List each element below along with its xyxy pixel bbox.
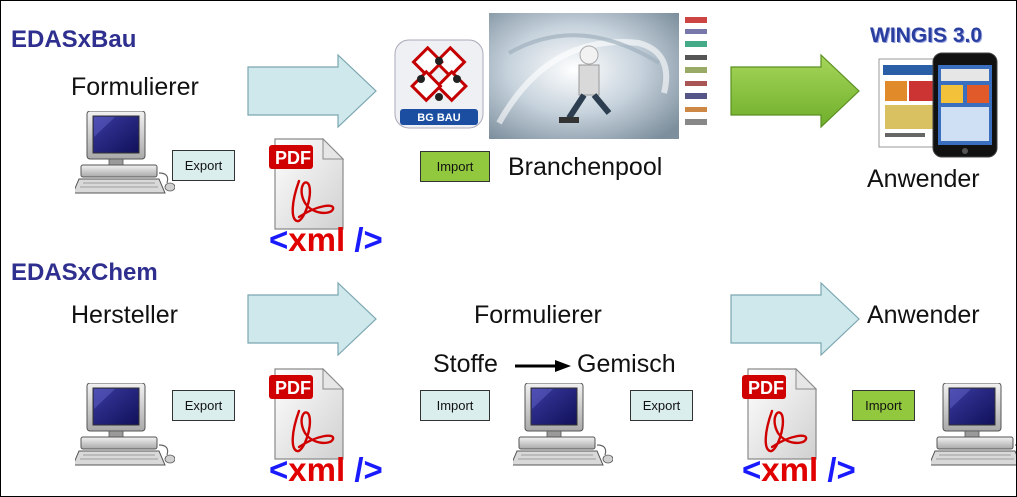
branchenpool-label: Branchenpool [508, 153, 663, 181]
photo-worker-icon [489, 13, 714, 139]
xml-close-bracket: /> [345, 221, 383, 258]
gemisch-label: Gemisch [577, 350, 676, 378]
xml-label: <xml /> [269, 451, 383, 489]
export-button-hersteller[interactable]: Export [172, 390, 235, 421]
xml-open-bracket: < [742, 451, 762, 488]
xml-close-bracket: /> [818, 451, 856, 488]
pdf-document: PDF [742, 363, 822, 463]
import-button[interactable]: Import [420, 151, 490, 182]
phone-app-icon [878, 52, 998, 158]
export-button[interactable]: Export [172, 150, 235, 181]
logo-text: BG BAU [417, 112, 460, 124]
wingis-title: WINGIS 3.0 [870, 24, 983, 47]
xml-label: <xml /> [742, 451, 856, 489]
arrow-right-icon [247, 281, 377, 357]
xml-open-bracket: < [269, 451, 289, 488]
role-label-formulierer: Formulierer [71, 73, 199, 101]
import-button-formulierer[interactable]: Import [420, 390, 490, 421]
xml-word: xml [761, 451, 819, 488]
role-label-formulierer-chem: Formulierer [474, 301, 602, 329]
computer-icon [931, 383, 1016, 466]
computer-icon [75, 111, 175, 194]
wingis-app-image [877, 51, 1001, 161]
import-button-anwender[interactable]: Import [852, 390, 915, 421]
arrow-right-icon [247, 53, 377, 129]
xml-open-bracket: < [269, 221, 289, 258]
xml-label: <xml /> [269, 221, 383, 259]
xml-close-bracket: /> [345, 451, 383, 488]
arrow-right-icon [730, 53, 860, 129]
export-button-formulierer[interactable]: Export [630, 390, 693, 421]
role-label-anwender-chem: Anwender [867, 301, 980, 329]
pdf-document-icon: PDF [269, 137, 345, 231]
role-label-hersteller: Hersteller [71, 301, 178, 329]
section-title-edasxchem: EDASxChem [11, 259, 158, 286]
pdf-badge-label: PDF [275, 378, 311, 398]
pdf-badge-label: PDF [275, 148, 311, 168]
gear-chemical-logo-icon: BG BAU [394, 39, 484, 129]
pdf-document-icon: PDF [742, 367, 818, 461]
xml-word: xml [288, 451, 346, 488]
role-label-anwender: Anwender [867, 165, 980, 193]
arrow-right-icon [730, 281, 860, 357]
pdf-badge-label: PDF [748, 378, 784, 398]
computer-icon [513, 383, 613, 466]
arrow-right-icon [515, 360, 571, 372]
pdf-document-icon: PDF [269, 367, 345, 461]
section-title-edasxbau: EDASxBau [11, 26, 137, 53]
pdf-document: PDF [269, 363, 349, 463]
branchenpool-photo [489, 13, 714, 139]
stoffe-label: Stoffe [433, 350, 498, 378]
computer-icon [75, 383, 175, 466]
pdf-document: PDF [269, 133, 349, 233]
xml-word: xml [288, 221, 346, 258]
bg-bau-logo: BG BAU [394, 39, 484, 129]
